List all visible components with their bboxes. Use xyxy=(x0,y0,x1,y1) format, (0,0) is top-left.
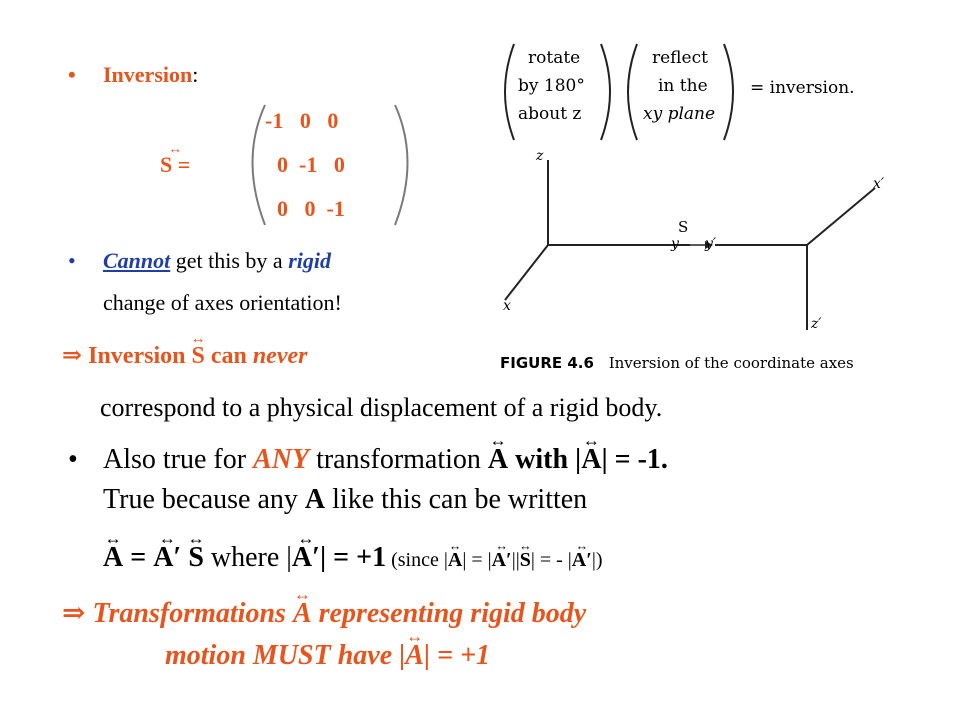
bullet3-line2A: A xyxy=(304,484,326,515)
label-yp: y′ xyxy=(705,236,717,252)
rigid-word: rigid xyxy=(288,248,331,273)
implies2-line2b: | = +1 xyxy=(423,640,491,671)
inversion-colon: : xyxy=(192,62,199,87)
bullet3-c: with | xyxy=(508,444,582,475)
cannot-mid: get this by a xyxy=(170,248,289,273)
equation-line: A = A′ S where |A′| = +1 (since |A| = |A… xyxy=(103,542,603,574)
implies1-b: can xyxy=(204,343,253,369)
implies1-never: never xyxy=(252,343,308,369)
box1-line3: about z xyxy=(518,104,582,124)
matrix-lhs: S = xyxy=(160,152,190,178)
figure-caption: FIGURE 4.6 Inversion of the coordinate a… xyxy=(500,354,854,372)
axes-diagram xyxy=(504,160,876,330)
box2-line2: in the xyxy=(658,76,708,96)
equals-inversion: = inversion. xyxy=(750,78,855,98)
implies-line-2: ⇒ Transformations A representing rigid b… xyxy=(62,596,586,630)
bullet3-A: A xyxy=(488,444,508,476)
box1-parens xyxy=(504,43,611,141)
bullet3-line2b: like this can be written xyxy=(325,484,588,515)
implies-line-1b: correspond to a physical displacement of… xyxy=(100,393,663,422)
matrix-row-2: 0 -1 0 xyxy=(277,152,345,177)
bullet3-b: transformation xyxy=(309,444,488,475)
eq-plus: | = +1 xyxy=(320,542,387,573)
implies-symbol-1: ⇒ xyxy=(62,343,83,369)
bullet-dot-1: • xyxy=(68,62,76,87)
bullet3-line2a: True because any xyxy=(103,484,305,515)
label-S: S xyxy=(678,218,689,236)
eq-A3: A xyxy=(448,549,462,572)
bullet3-a: Also true for xyxy=(103,444,254,475)
eq-since: (since | xyxy=(386,549,448,571)
eq-end: |) xyxy=(591,549,603,571)
inversion-heading: Inversion: xyxy=(103,62,198,88)
label-xp: x′ xyxy=(873,176,885,192)
bullet-dot-3: • xyxy=(68,444,78,475)
implies-line-1: ⇒ Inversion S can never xyxy=(62,340,307,370)
caption-number: FIGURE 4.6 xyxy=(500,354,594,372)
inversion-label: Inversion xyxy=(103,62,193,87)
bullet3-line2: True because any A like this can be writ… xyxy=(103,484,587,516)
matrix-brackets xyxy=(251,104,409,226)
implies2-b: representing rigid body xyxy=(311,598,587,629)
figure-panel: rotate by 180° about z reflect in the xy… xyxy=(495,40,915,380)
bullet-dot-2: • xyxy=(68,248,76,273)
label-zp: z′ xyxy=(811,316,822,332)
eq-eq: = xyxy=(123,542,154,573)
implies2-A2: A xyxy=(405,640,424,672)
matrix-row-3: 0 0 -1 xyxy=(277,196,345,221)
eq-neg: | = - | xyxy=(530,549,572,571)
eq-S: S xyxy=(188,542,204,574)
implies1-a: Inversion xyxy=(82,343,192,369)
cannot-line: Cannot get this by a rigid xyxy=(103,248,331,274)
eq-Ap2: A′ xyxy=(292,542,320,574)
eq-bars: || xyxy=(511,549,520,571)
cannot-word: Cannot xyxy=(103,248,171,273)
eq-since-group: (since |A| = |A′||S| = - |A′|) xyxy=(386,549,602,571)
box1-line1: rotate xyxy=(528,48,581,68)
bullet3-d: | = -1. xyxy=(601,444,668,475)
label-z: z xyxy=(536,148,544,164)
implies2-line2a: motion MUST have | xyxy=(165,640,406,671)
implies1-S: S xyxy=(191,343,204,370)
cannot-line-2: change of axes orientation! xyxy=(103,290,342,315)
eq-Ap4: A′ xyxy=(572,549,592,572)
eq-Ap: A′ xyxy=(153,542,181,574)
box1-line2: by 180° xyxy=(518,76,585,96)
implies-line-2b: motion MUST have |A| = +1 xyxy=(165,640,490,672)
box2-parens xyxy=(627,43,734,141)
eq-where: where | xyxy=(203,542,292,573)
bullet3-A2: A xyxy=(581,444,601,476)
eq-Ap3: A′ xyxy=(492,549,512,572)
box2-line1: reflect xyxy=(652,48,708,68)
implies2-A: A xyxy=(293,598,312,630)
bullet3-line1: Also true for ANY transformation A with … xyxy=(103,444,668,476)
box2-line3: xy plane xyxy=(643,104,716,124)
eq-mid: | = | xyxy=(462,549,492,571)
label-y: y xyxy=(671,236,679,252)
eq-S3: S xyxy=(520,549,531,572)
label-x: x xyxy=(503,298,511,314)
implies-symbol-2: ⇒ xyxy=(62,598,86,629)
matrix-row-1: -1 0 0 xyxy=(265,108,339,133)
implies2-a: Transformations xyxy=(85,598,293,629)
matrix-lhs-text: S = xyxy=(160,152,190,178)
any-word: ANY xyxy=(253,444,310,475)
caption-text: Inversion of the coordinate axes xyxy=(608,354,854,372)
eq-A: A xyxy=(103,542,123,574)
